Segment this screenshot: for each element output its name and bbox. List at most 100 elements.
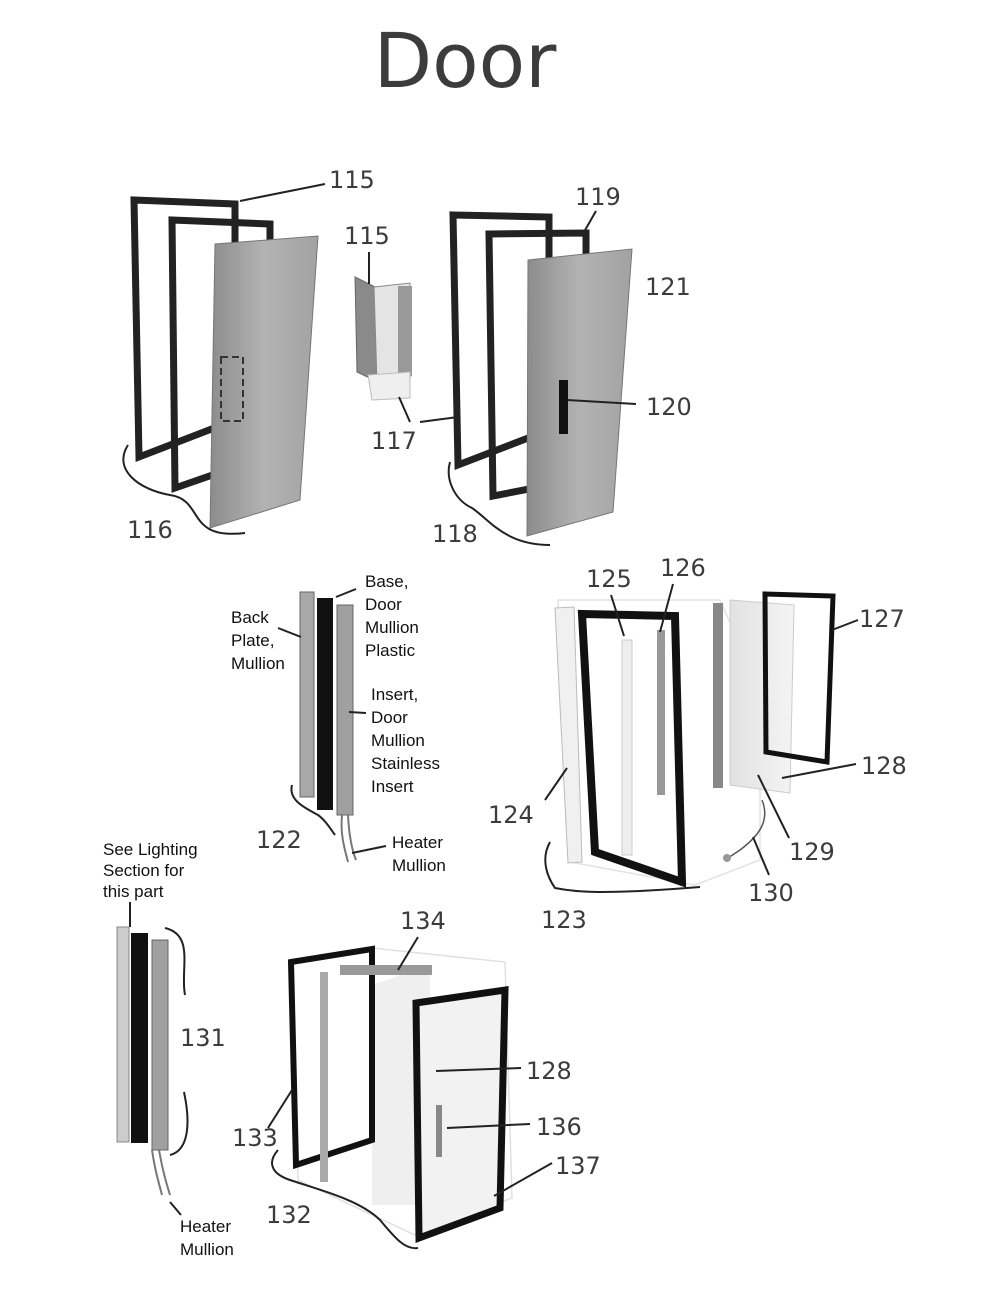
callout-130: 130 (748, 879, 794, 907)
callout-116: 116 (127, 516, 173, 544)
side-post-124 (554, 606, 583, 864)
label-line: Section for (103, 861, 185, 880)
door-frame-137 (412, 985, 509, 1244)
leader-heater-b (169, 1201, 182, 1216)
mullion-bar-right (713, 603, 723, 788)
cord-130 (727, 799, 766, 859)
bracket-118 (447, 461, 551, 546)
callout-137: 137 (555, 1152, 601, 1180)
label-line: Door (365, 595, 402, 614)
label-line: Mullion (365, 618, 419, 637)
callout-119: 119 (575, 183, 621, 211)
corner-bar (398, 286, 412, 376)
leader-125 (610, 594, 625, 637)
leader-insert (348, 711, 367, 714)
bracket-123 (544, 841, 701, 894)
handle-cutout-a (220, 356, 244, 422)
callout-115-b: 115 (344, 222, 390, 250)
leader-126 (659, 583, 674, 633)
leader-119 (583, 210, 597, 233)
corner-piece (354, 276, 412, 401)
leader-130 (752, 836, 770, 876)
leader-129 (757, 774, 790, 839)
label-line: Mullion (180, 1240, 234, 1259)
page-title: Door (373, 16, 557, 105)
callout-128-b: 128 (526, 1057, 572, 1085)
bracket-132 (271, 1149, 419, 1250)
label-line: Plastic (365, 641, 416, 660)
stainless-insert (336, 604, 354, 816)
leader-124 (544, 767, 568, 801)
callout-133: 133 (232, 1124, 278, 1152)
label-line: Insert, (371, 685, 419, 704)
label-line: Back (231, 608, 269, 627)
label-heater-mullion-b: Heater Mullion (180, 1215, 234, 1261)
callout-131: 131 (180, 1024, 226, 1052)
door-panel-b (526, 248, 633, 537)
bracket-131-top (164, 927, 186, 996)
label-line: Stainless (371, 754, 440, 773)
callout-118: 118 (432, 520, 478, 548)
label-line: this part (103, 882, 164, 901)
label-line: Heater (180, 1217, 232, 1236)
callout-121: 121 (645, 273, 691, 301)
mullion-126 (657, 630, 665, 795)
mullion-assembly-a (290, 591, 357, 863)
label-line: Heater (392, 833, 444, 852)
glass-panel-128 (729, 599, 795, 794)
leader-lines (129, 183, 859, 1216)
frame-127 (762, 591, 836, 765)
door-128-glass (417, 989, 506, 1239)
mullion-strip-black (131, 933, 148, 1143)
label-back-plate-mullion: Back Plate, Mullion (231, 606, 285, 675)
leader-136 (446, 1123, 531, 1129)
label-see-lighting: See Lighting Section for this part (103, 839, 198, 902)
corner-bottom (367, 371, 411, 401)
leader-heater-a (351, 845, 387, 854)
bracket-122 (290, 784, 336, 836)
leader-120 (566, 399, 637, 405)
heater-wires-b (151, 1149, 171, 1196)
leader-127 (831, 619, 859, 631)
label-line: Door (371, 708, 408, 727)
callout-122: 122 (256, 826, 302, 854)
callout-136: 136 (536, 1113, 582, 1141)
leader-128a (781, 763, 857, 779)
leader-back-plate (277, 627, 302, 638)
frame-133 (287, 945, 375, 1170)
label-line: Plate, (231, 631, 275, 650)
door-assembly-b (447, 211, 633, 546)
leader-137 (493, 1162, 553, 1197)
label-base-door-mullion-plastic: Base, Door Mullion Plastic (365, 570, 419, 662)
callout-123: 123 (541, 906, 587, 934)
label-insert-stainless: Insert, Door Mullion Stainless Insert (371, 683, 440, 798)
callout-128-a: 128 (861, 752, 907, 780)
leader-134 (397, 936, 419, 971)
label-line: Mullion (392, 856, 446, 875)
plug-130 (723, 854, 731, 862)
handle-136 (436, 1105, 442, 1157)
leader-128b (435, 1067, 522, 1072)
assembled-cabinet (271, 945, 513, 1250)
mullion-post (320, 972, 328, 1182)
handle-120 (559, 380, 568, 434)
callout-134: 134 (400, 907, 446, 935)
label-line: Base, (365, 572, 409, 591)
callout-124: 124 (488, 801, 534, 829)
cabinet-assembly (544, 591, 836, 894)
back-plate-mullion (299, 591, 315, 798)
heater-wires-a (340, 814, 357, 863)
callout-115-a: 115 (329, 166, 375, 194)
base-plastic (317, 598, 333, 810)
light-bar-134 (340, 965, 432, 975)
leader-117b (419, 416, 459, 423)
label-line: Insert (371, 777, 414, 796)
callout-125: 125 (586, 565, 632, 593)
light-tube-125 (621, 639, 633, 856)
label-line: Mullion (231, 654, 285, 673)
label-line: See Lighting (103, 840, 198, 859)
callout-126: 126 (660, 554, 706, 582)
mullion-strip-b (151, 939, 169, 1151)
mullion-strip-a (116, 926, 130, 1143)
